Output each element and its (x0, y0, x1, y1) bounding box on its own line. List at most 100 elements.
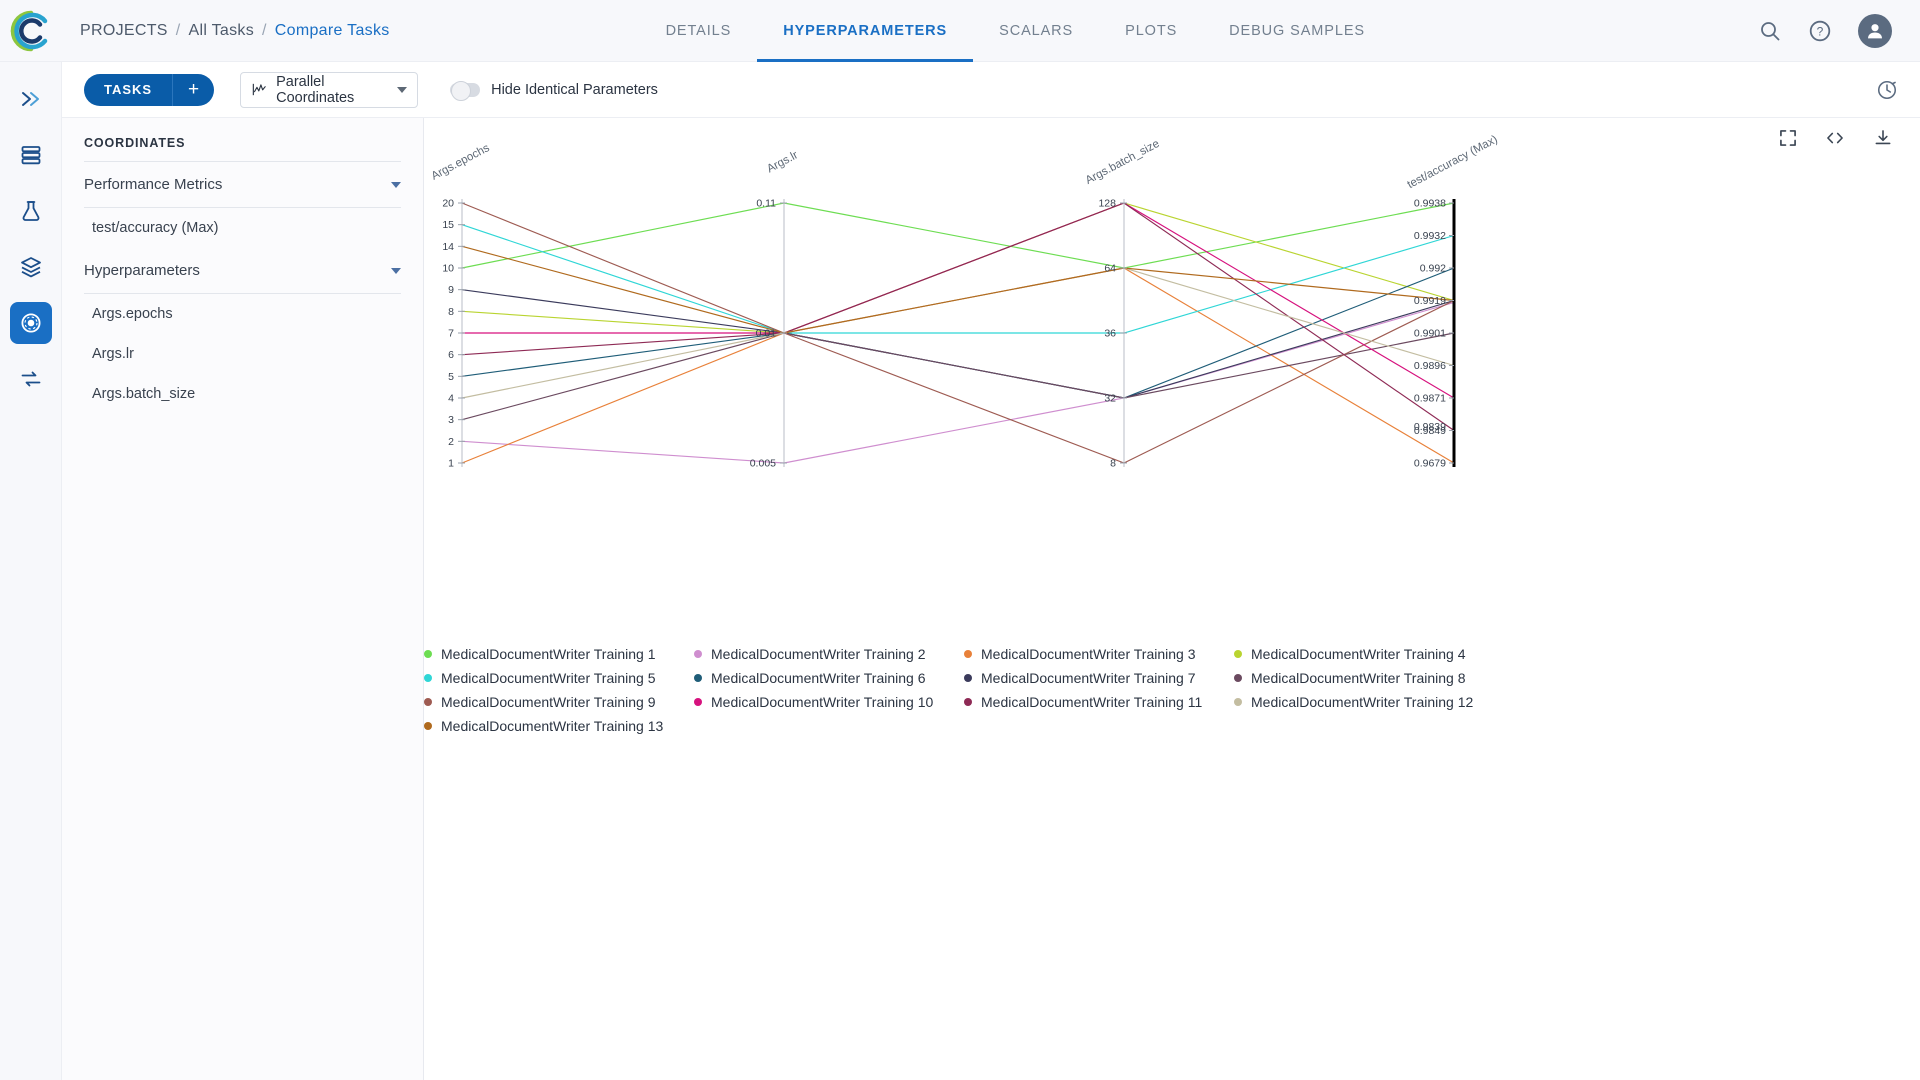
axis-tick-label: 0.992 (1420, 263, 1446, 275)
legend-item[interactable]: MedicalDocumentWriter Training 2 (694, 642, 964, 666)
pc-series-line[interactable] (462, 290, 1454, 398)
breadcrumb-item-projects[interactable]: PROJECTS (80, 22, 168, 40)
legend-item[interactable]: MedicalDocumentWriter Training 13 (424, 714, 694, 738)
legend-label: MedicalDocumentWriter Training 1 (441, 646, 656, 662)
breadcrumb-separator: / (176, 22, 181, 40)
legend-color-dot (424, 722, 432, 730)
pc-series-line[interactable] (462, 225, 1454, 333)
legend-label: MedicalDocumentWriter Training 9 (441, 694, 656, 710)
axis-tick-label: 36 (1104, 328, 1116, 340)
sidebar-item-args-lr[interactable]: Args.lr (84, 334, 401, 374)
breadcrumb-item-all-tasks[interactable]: All Tasks (189, 22, 255, 40)
axis-tick-label: 5 (448, 371, 454, 383)
axis-tick-label: 0.01 (756, 328, 777, 340)
axis-tick-label: 0.11 (756, 198, 776, 210)
search-icon[interactable] (1758, 19, 1782, 43)
auto-refresh-icon[interactable] (1876, 79, 1898, 101)
legend-item[interactable]: MedicalDocumentWriter Training 3 (964, 642, 1234, 666)
axis-tick-label: 10 (442, 263, 454, 275)
axis-tick-label: 0.9901 (1414, 328, 1446, 340)
axis-tick-label: 6 (448, 349, 454, 361)
sidebar-item-args-epochs[interactable]: Args.epochs (84, 294, 401, 334)
legend-color-dot (424, 674, 432, 682)
tasks-button[interactable]: TASKS (84, 74, 172, 106)
legend-label: MedicalDocumentWriter Training 11 (981, 694, 1202, 710)
axis-tick-label: 32 (1104, 393, 1116, 405)
hide-identical-parameters-toggle[interactable]: Hide Identical Parameters (450, 82, 658, 98)
sidebar-group-label: Performance Metrics (84, 176, 222, 193)
legend-item[interactable]: MedicalDocumentWriter Training 9 (424, 690, 694, 714)
axis-tick-label: 0.9896 (1414, 360, 1446, 372)
axis-tick-label: 0.9932 (1414, 230, 1446, 242)
top-bar: PROJECTS / All Tasks / Compare Tasks DET… (0, 0, 1920, 62)
top-actions: ? (1758, 14, 1920, 48)
experiments-icon (19, 199, 43, 223)
app-logo[interactable] (0, 0, 62, 62)
legend-item[interactable]: MedicalDocumentWriter Training 6 (694, 666, 964, 690)
legend-item[interactable]: MedicalDocumentWriter Training 10 (694, 690, 964, 714)
tab-hyperparameters[interactable]: HYPERPARAMETERS (757, 0, 973, 62)
axis-title: Args.lr (765, 149, 800, 175)
legend-color-dot (964, 674, 972, 682)
sidebar-item-workers[interactable] (10, 358, 52, 400)
legend-label: MedicalDocumentWriter Training 3 (981, 646, 1196, 662)
axis-title: test/accuracy (Max) (1405, 133, 1499, 191)
axis-tick-label: 0.9679 (1414, 458, 1446, 470)
pc-series-line[interactable] (462, 268, 1454, 463)
legend-item[interactable]: MedicalDocumentWriter Training 1 (424, 642, 694, 666)
chart-line-icon (251, 81, 268, 98)
sidebar-item-models[interactable] (10, 246, 52, 288)
hide-identical-parameters-label: Hide Identical Parameters (491, 82, 658, 98)
pc-series-line[interactable] (462, 246, 1454, 333)
user-avatar[interactable] (1858, 14, 1892, 48)
toggle-switch[interactable] (450, 83, 480, 97)
legend-item[interactable]: MedicalDocumentWriter Training 4 (1234, 642, 1504, 666)
axis-tick-label: 20 (442, 198, 454, 210)
axis-tick-label: 15 (442, 219, 454, 231)
legend-label: MedicalDocumentWriter Training 7 (981, 670, 1196, 686)
coordinates-title: COORDINATES (84, 136, 401, 150)
pc-series-line[interactable] (462, 203, 1454, 333)
legend-item[interactable]: MedicalDocumentWriter Training 8 (1234, 666, 1504, 690)
sidebar-item-test-accuracy-max[interactable]: test/accuracy (Max) (84, 208, 401, 248)
sidebar-item-compare[interactable] (10, 302, 52, 344)
add-task-button[interactable]: + (172, 74, 214, 106)
legend-item[interactable]: MedicalDocumentWriter Training 11 (964, 690, 1234, 714)
legend-item[interactable]: MedicalDocumentWriter Training 12 (1234, 690, 1504, 714)
plot-type-select[interactable]: Parallel Coordinates (240, 72, 418, 108)
sidebar-group-label: Hyperparameters (84, 262, 200, 279)
axis-tick-label: 4 (448, 393, 454, 405)
legend-item[interactable]: MedicalDocumentWriter Training 7 (964, 666, 1234, 690)
tab-debug-samples[interactable]: DEBUG SAMPLES (1203, 0, 1391, 62)
tab-plots[interactable]: PLOTS (1099, 0, 1203, 62)
left-rail (0, 62, 62, 1080)
pc-series-line[interactable] (462, 203, 1454, 431)
legend-item[interactable]: MedicalDocumentWriter Training 5 (424, 666, 694, 690)
help-icon[interactable]: ? (1808, 19, 1832, 43)
clearml-logo-icon (9, 9, 53, 53)
main-tabs: DETAILS HYPERPARAMETERS SCALARS PLOTS DE… (640, 0, 1391, 62)
axis-tick-label: 1 (448, 458, 454, 470)
compare-icon (19, 311, 43, 335)
legend-color-dot (964, 650, 972, 658)
sidebar-item-pipelines[interactable] (10, 78, 52, 120)
sidebar-group-performance-metrics[interactable]: Performance Metrics (84, 162, 401, 207)
sidebar-item-args-batch-size[interactable]: Args.batch_size (84, 374, 401, 414)
parallel-coordinates-svg: Args.epochs20151410987654321Args.lr0.110… (424, 118, 1920, 638)
legend-color-dot (694, 674, 702, 682)
legend-label: MedicalDocumentWriter Training 2 (711, 646, 926, 662)
axis-tick-label: 0.9938 (1414, 198, 1446, 210)
sidebar-item-datasets[interactable] (10, 134, 52, 176)
tab-scalars[interactable]: SCALARS (973, 0, 1099, 62)
sidebar-item-experiments[interactable] (10, 190, 52, 232)
breadcrumb-item-compare-tasks[interactable]: Compare Tasks (275, 22, 390, 40)
tab-details[interactable]: DETAILS (640, 0, 758, 62)
legend-color-dot (1234, 674, 1242, 682)
plot-type-value: Parallel Coordinates (276, 74, 389, 106)
breadcrumb: PROJECTS / All Tasks / Compare Tasks (80, 22, 390, 40)
pc-series-line[interactable] (462, 203, 1454, 268)
axis-tick-label: 0.9839 (1414, 421, 1446, 433)
sidebar-group-hyperparameters[interactable]: Hyperparameters (84, 248, 401, 293)
legend-color-dot (1234, 698, 1242, 706)
pipelines-icon (19, 87, 43, 111)
